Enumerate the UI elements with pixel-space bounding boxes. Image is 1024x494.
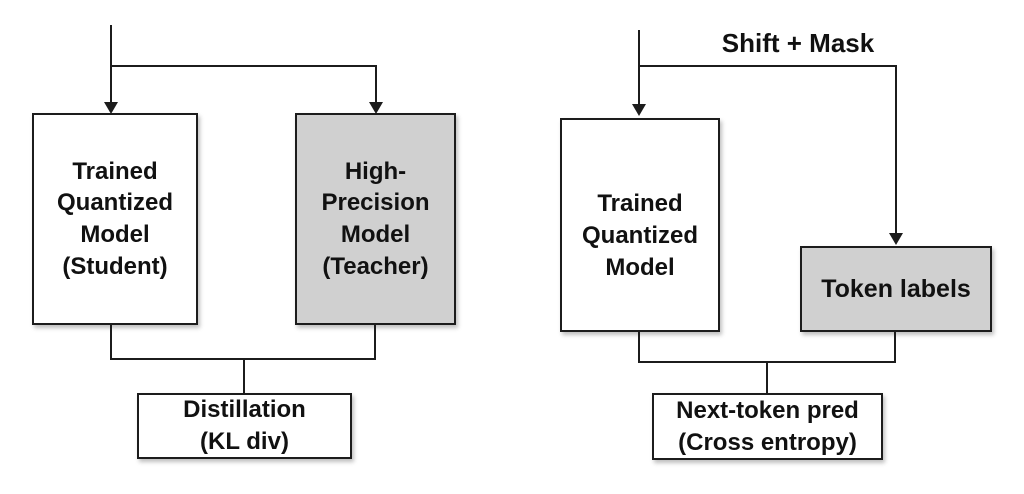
arrow-into-token-labels-icon [889,233,903,245]
left-branch-line-vertical [375,65,377,109]
right-branch-line-horizontal [638,65,897,67]
teacher-model-box: High- Precision Model (Teacher) [295,113,456,325]
arrow-into-teacher-icon [369,102,383,114]
right-branch-line-vertical [895,65,897,240]
right-connector-from-labels [894,332,896,363]
arrow-into-quantized-model-icon [632,104,646,116]
quantized-model-box: Trained Quantized Model [560,118,720,332]
left-branch-line-horizontal [110,65,377,67]
right-connector-from-model [638,332,640,363]
token-labels-box: Token labels [800,246,992,332]
arrow-into-student-icon [104,102,118,114]
distillation-loss-box: Distillation (KL div) [137,393,352,459]
left-connector-from-student [110,325,112,360]
shift-mask-label: Shift + Mask [721,28,875,58]
left-connector-to-loss [243,358,245,393]
left-input-line-vertical [110,25,112,109]
left-connector-from-teacher [374,325,376,360]
student-model-box: Trained Quantized Model (Student) [32,113,198,325]
right-input-line-vertical [638,30,640,112]
right-connector-to-loss [766,361,768,393]
next-token-loss-box: Next-token pred (Cross entropy) [652,393,883,460]
